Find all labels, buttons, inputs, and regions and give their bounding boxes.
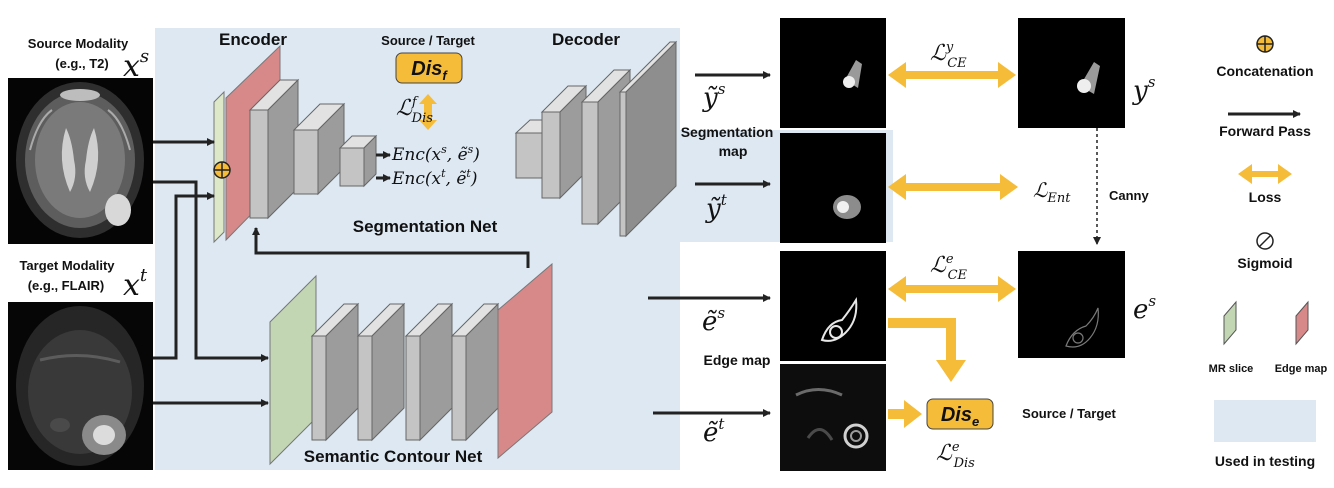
y-target-pred-symbol: ỹt [705, 191, 728, 224]
segmentation-net-label: Segmentation Net [353, 217, 498, 236]
decoder-block-4 [618, 40, 678, 238]
discriminator-e: Dise [926, 398, 994, 430]
seg-map-label-line1: Segmentation [681, 124, 774, 140]
gt-edge-symbol: es [1133, 292, 1156, 325]
target-symbol: xt [123, 265, 148, 303]
enc-target-expression: Enc(xt, ẽt) [391, 167, 477, 189]
legend-forward-label: Forward Pass [1219, 123, 1311, 139]
loss-arrow-edge-to-dis [888, 318, 966, 382]
target-modality-label: Target Modality [19, 258, 115, 273]
legend-edge-map-label: Edge map [1275, 363, 1328, 375]
svg-text:Disf: Disf [411, 58, 448, 83]
encoder-block-2 [292, 102, 346, 196]
legend-loss-icon [1238, 164, 1292, 184]
semantic-contour-net-label: Semantic Contour Net [304, 447, 483, 466]
edge-map-output-label: Edge map [704, 352, 771, 368]
loss-ent: ℒEnt [1033, 178, 1071, 206]
encoder-block-3 [338, 134, 378, 188]
source-mri-image [8, 78, 153, 244]
ground-truth-seg [1018, 18, 1125, 128]
svg-text:Dise: Dise [941, 404, 979, 429]
contour-block-3 [404, 302, 454, 442]
source-modality-label: Source Modality [28, 36, 129, 51]
target-mri-image [8, 302, 153, 470]
enc-source-expression: Enc(xs, ẽs) [391, 143, 480, 165]
source-example-label: (e.g., T2) [55, 56, 108, 71]
loss-arrow-dis-f [419, 94, 437, 130]
source-target-label-bottom: Source / Target [1022, 406, 1116, 421]
legend-concat-icon [1256, 35, 1274, 53]
contour-block-1 [310, 302, 360, 442]
ground-truth-edge [1018, 251, 1125, 358]
discriminator-f: Disf [395, 52, 463, 84]
seg-map-target [780, 133, 886, 243]
legend-edge-map-icon [1295, 300, 1309, 346]
target-example-label: (e.g., FLAIR) [28, 278, 105, 293]
legend-loss-label: Loss [1249, 189, 1282, 205]
legend: Concatenation Forward Pass Loss Sigmoid … [1209, 35, 1328, 469]
e-source-pred-symbol: ẽs [702, 304, 725, 337]
contour-block-2 [356, 302, 406, 442]
loss-arrow-ent [888, 174, 1018, 200]
encoder-block-1 [248, 78, 300, 220]
loss-arrow-target-to-dis [888, 400, 922, 428]
source-symbol: xs [123, 46, 149, 84]
forward-arrows [153, 71, 771, 417]
e-target-pred-symbol: ẽt [703, 415, 725, 448]
loss-arrow-ce-e [888, 276, 1016, 302]
y-source-pred-symbol: ỹs [702, 80, 726, 113]
edge-map-source [780, 251, 886, 361]
decoder-label: Decoder [552, 30, 620, 49]
seg-map-source [780, 18, 886, 128]
decoder-block-2 [540, 84, 588, 200]
legend-mr-slice-label: MR slice [1209, 363, 1254, 375]
legend-mr-slice-icon [1223, 300, 1237, 346]
legend-sigmoid-icon [1256, 232, 1274, 250]
encoder-label: Encoder [219, 30, 287, 49]
legend-sigmoid-label: Sigmoid [1237, 255, 1292, 271]
seg-map-label-line2: map [719, 143, 748, 159]
legend-concat-label: Concatenation [1216, 63, 1313, 79]
legend-testing-swatch [1214, 400, 1316, 442]
contour-block-4 [450, 302, 500, 442]
source-target-label-top: Source / Target [381, 33, 475, 48]
loss-arrow-ce-y [888, 62, 1016, 88]
gt-seg-symbol: ys [1132, 73, 1156, 106]
canny-label: Canny [1109, 188, 1150, 203]
legend-testing-label: Used in testing [1215, 453, 1315, 469]
contour-output-edge-slice [497, 262, 553, 460]
edge-map-target [780, 364, 886, 471]
concatenation-symbol [213, 161, 231, 179]
